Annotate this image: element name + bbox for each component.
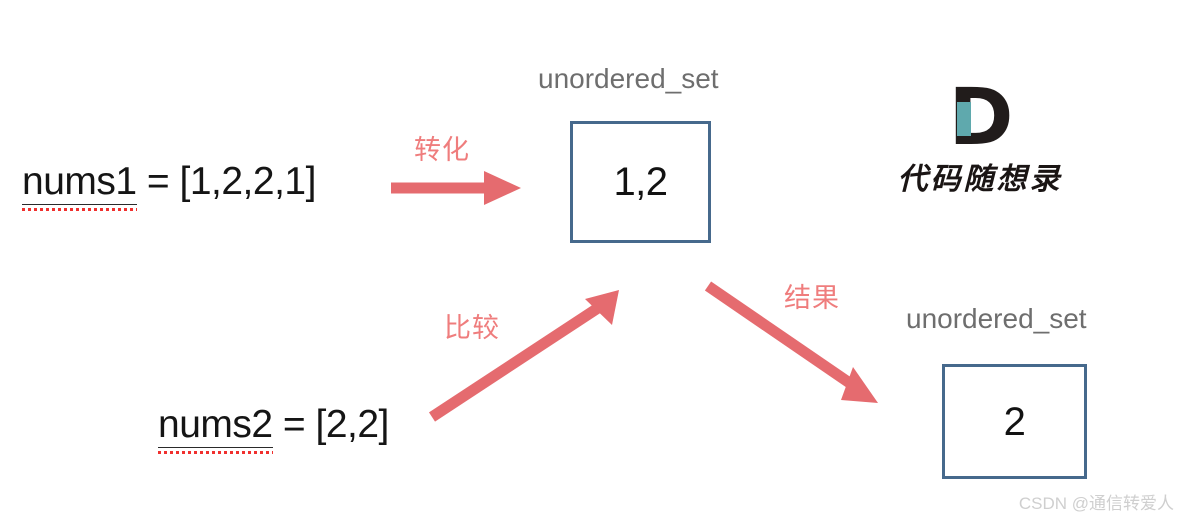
arrow-label-compare: 比较: [444, 313, 500, 343]
input-expression-nums2: nums2 = [2,2]: [158, 403, 390, 454]
arrow-convert: [391, 171, 521, 205]
brand-teal-bar: [957, 102, 971, 136]
brand-logo: D 代码随想录: [872, 73, 1088, 198]
watermark: CSDN @通信转爱人: [1018, 494, 1174, 513]
set-value-source: 1,2: [613, 160, 668, 204]
arrow-label-convert: 转化: [414, 135, 470, 165]
assignment-nums1: = [1,2,2,1]: [136, 160, 317, 203]
arrow-label-result: 结果: [784, 283, 840, 313]
set-box-result: 2: [942, 364, 1087, 479]
input-expression-nums1: nums1 = [1,2,2,1]: [22, 160, 317, 211]
variable-name-nums1: nums1: [22, 160, 137, 211]
brand-letter-d: D: [948, 73, 1014, 163]
assignment-nums2: = [2,2]: [272, 403, 390, 446]
set-caption-source: unordered_set: [538, 63, 719, 94]
variable-name-nums2: nums2: [158, 403, 273, 454]
set-value-result: 2: [1003, 399, 1026, 444]
set-caption-result: unordered_set: [906, 303, 1087, 334]
set-box-source: 1,2: [570, 121, 711, 243]
brand-d-icon: D: [943, 73, 1017, 163]
brand-name: 代码随想录: [897, 162, 1063, 197]
